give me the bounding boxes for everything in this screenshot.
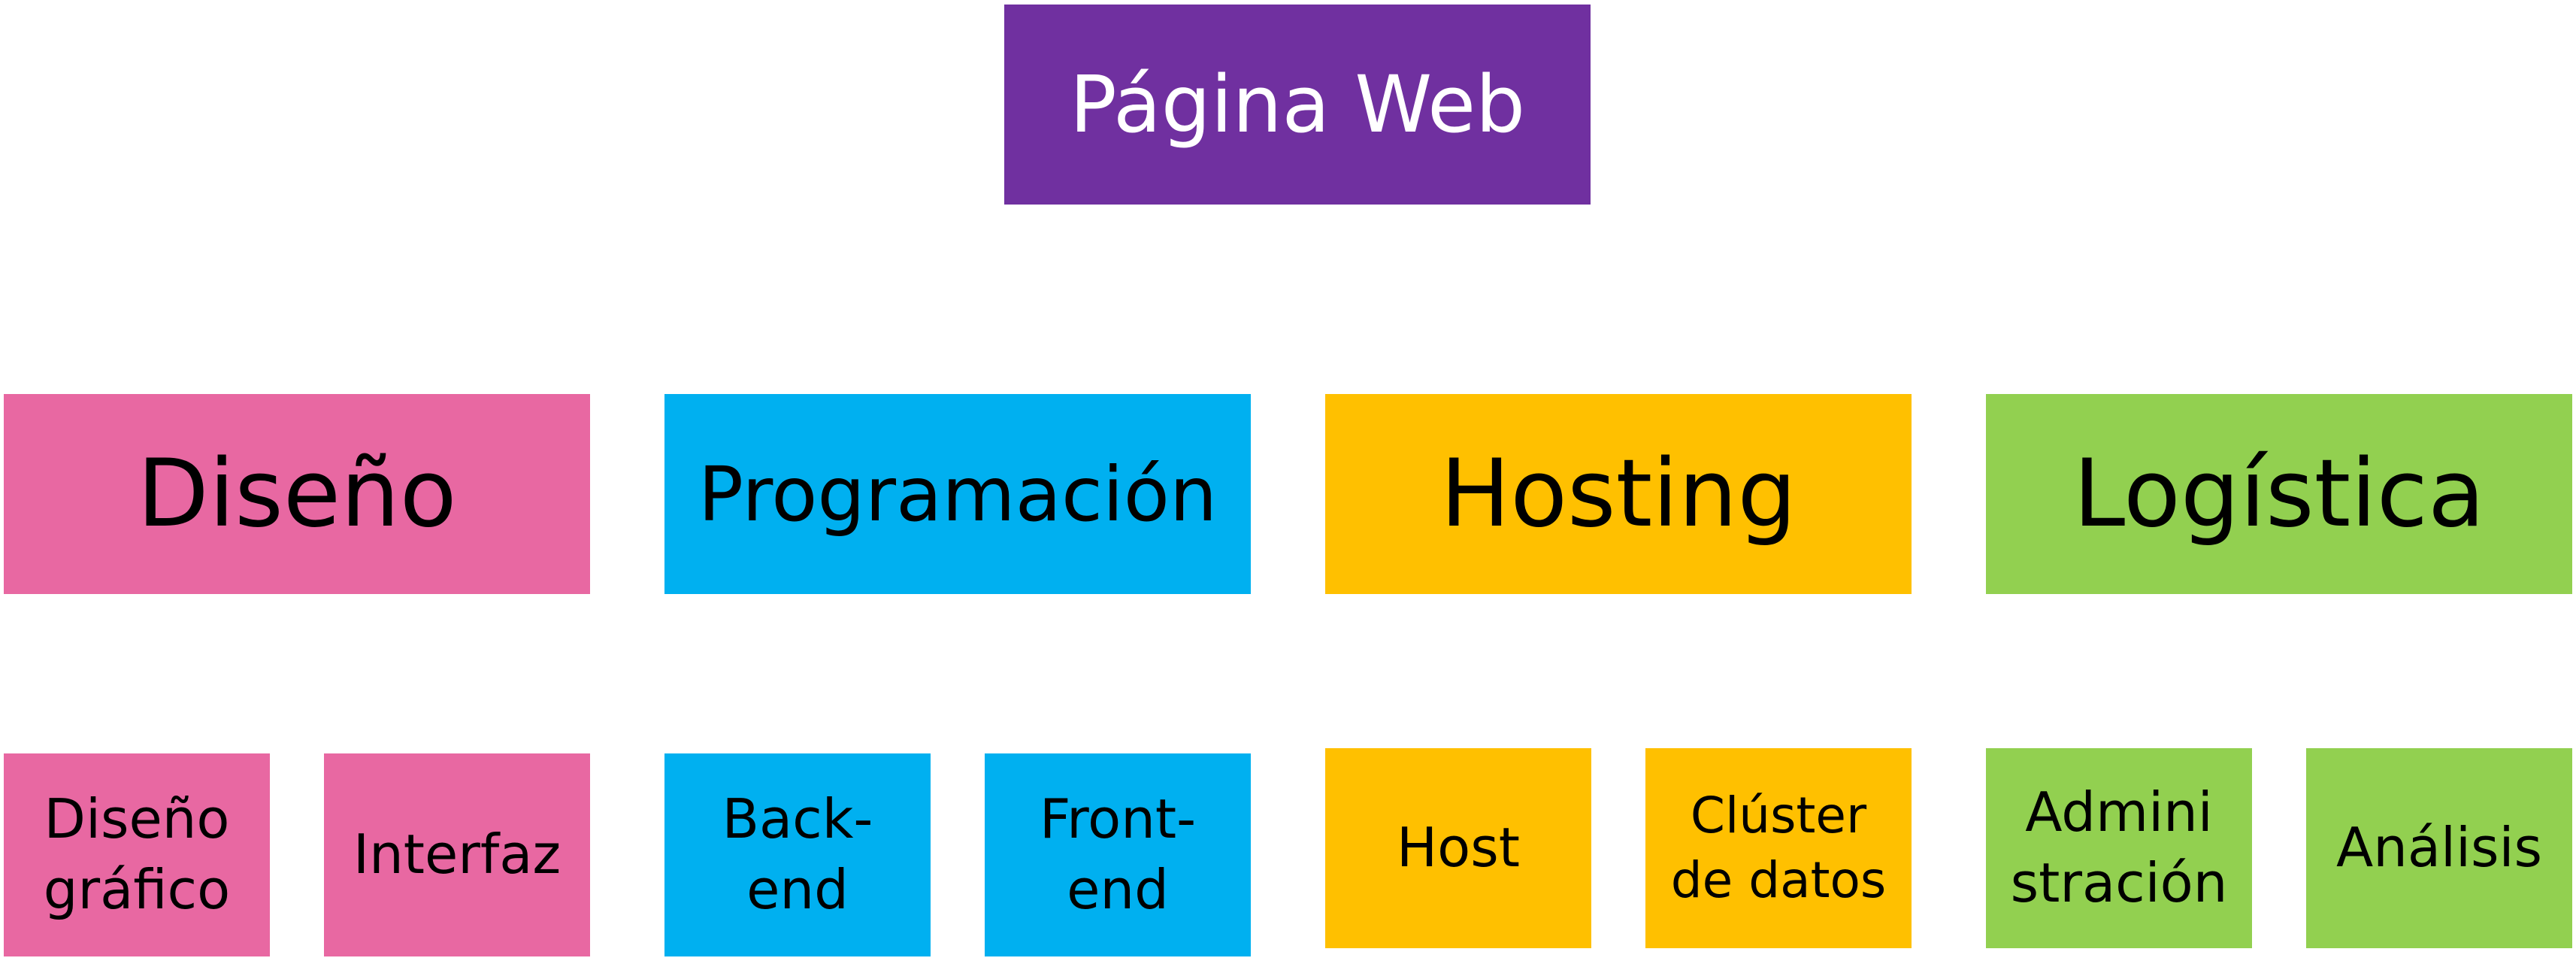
category-label-diseno: Diseño xyxy=(137,440,457,548)
leaf-node-interfaz: Interfaz xyxy=(324,753,590,956)
category-node-programacion: Programación xyxy=(664,394,1251,594)
leaf-node-cluster-de-datos: Clúster de datos xyxy=(1645,748,1912,948)
leaf-label-host: Host xyxy=(1397,816,1520,880)
leaf-node-administracion: Admini stración xyxy=(1986,748,2252,948)
leaf-node-analisis: Análisis xyxy=(2306,748,2572,948)
leaf-node-diseno-grafico: Diseño gráfico xyxy=(4,753,270,956)
leaf-node-frontend: Front- end xyxy=(985,753,1251,956)
root-node-pagina-web: Página Web xyxy=(1004,5,1591,205)
category-node-hosting: Hosting xyxy=(1325,394,1912,594)
category-node-diseno: Diseño xyxy=(4,394,590,594)
root-node-label: Página Web xyxy=(1069,59,1526,150)
category-label-programacion: Programación xyxy=(698,450,1218,538)
leaf-label-cluster-de-datos: Clúster de datos xyxy=(1670,787,1887,909)
leaf-node-host: Host xyxy=(1325,748,1591,948)
category-label-hosting: Hosting xyxy=(1439,440,1797,548)
category-node-logistica: Logística xyxy=(1986,394,2572,594)
leaf-label-diseno-grafico: Diseño gráfico xyxy=(43,787,231,921)
category-label-logistica: Logística xyxy=(2073,440,2485,548)
leaf-label-frontend: Front- end xyxy=(1039,787,1197,921)
leaf-label-interfaz: Interfaz xyxy=(353,823,562,887)
leaf-node-backend: Back- end xyxy=(664,753,931,956)
leaf-label-analisis: Análisis xyxy=(2335,816,2543,880)
leaf-label-administracion: Admini stración xyxy=(2010,781,2228,914)
leaf-label-backend: Back- end xyxy=(722,787,873,921)
